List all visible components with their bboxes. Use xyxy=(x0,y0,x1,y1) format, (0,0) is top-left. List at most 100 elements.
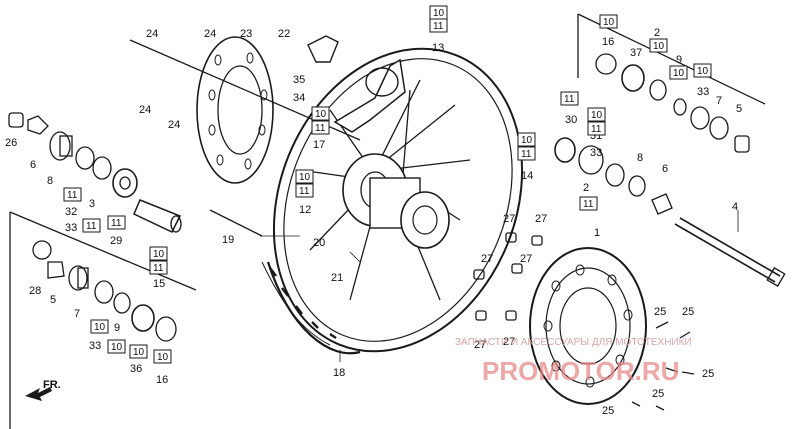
part-label: 6 xyxy=(662,163,668,175)
box-label-10: 10 xyxy=(591,110,603,121)
boxed-pair: 10 11 xyxy=(587,107,606,136)
part-label: 3 xyxy=(89,198,95,210)
box-label-10: 10 xyxy=(111,342,123,353)
brake-disc xyxy=(196,36,274,184)
box-label-11: 11 xyxy=(433,21,444,32)
part-label: 36 xyxy=(130,363,142,375)
part-label: 7 xyxy=(74,308,80,320)
brake-pad-bracket xyxy=(307,35,339,63)
part-label: 24 xyxy=(146,28,158,40)
right-side-parts xyxy=(554,53,750,215)
boxed-pair: 10 11 xyxy=(429,5,448,33)
part-label: 33 xyxy=(697,86,709,98)
lower-left-panel-top-edge xyxy=(9,211,197,291)
part-label: 27 xyxy=(503,213,515,225)
part-label: 13 xyxy=(432,42,444,54)
box-label-11: 11 xyxy=(521,149,532,160)
part-label: 24 xyxy=(204,28,216,40)
box-label-11: 11 xyxy=(67,190,78,201)
boxed-pair: 10 10 xyxy=(599,14,668,53)
part-label: 33 xyxy=(89,340,101,352)
part-label: 15 xyxy=(153,278,165,290)
box-label-11: 11 xyxy=(111,218,122,229)
part-label: 30 xyxy=(565,114,577,126)
watermark-brand: PROMOTOR.RU xyxy=(482,356,679,386)
tube-leader xyxy=(209,209,263,237)
boxed-single: 11 xyxy=(579,196,598,211)
box-label-11: 11 xyxy=(583,199,594,210)
box-label-10: 10 xyxy=(697,66,709,77)
part-label: 25 xyxy=(602,405,614,417)
caliper-bracket xyxy=(333,58,406,133)
part-label: 23 xyxy=(240,28,252,40)
boxed-single: 11 xyxy=(560,91,579,106)
part-label: 34 xyxy=(293,92,305,104)
boxed-left: 11 11 11 xyxy=(63,187,126,233)
box-label-11: 11 xyxy=(86,221,97,232)
box-label-10: 10 xyxy=(299,172,311,183)
nuts xyxy=(473,232,543,321)
axle xyxy=(674,217,786,287)
sprocket xyxy=(529,247,647,405)
part-label: 25 xyxy=(682,306,694,318)
part-label: 9 xyxy=(114,322,120,334)
part-label: 21 xyxy=(331,272,343,284)
box-label-11: 11 xyxy=(153,263,164,274)
part-label: 25 xyxy=(654,306,666,318)
part-label: 37 xyxy=(630,47,642,59)
part-label: 8 xyxy=(47,175,53,187)
box-label-11: 11 xyxy=(591,124,602,135)
left-side-parts xyxy=(8,112,182,233)
boxed-pair: 10 11 xyxy=(295,169,314,198)
hub xyxy=(342,153,450,249)
part-label: 18 xyxy=(333,367,345,379)
part-label: 5 xyxy=(736,103,742,115)
box-label-10: 10 xyxy=(521,135,533,146)
box-label-10: 10 xyxy=(653,41,665,52)
boxed-pair: 10 10 xyxy=(669,63,712,80)
box-label-11: 11 xyxy=(564,94,575,105)
box-label-10: 10 xyxy=(315,109,327,120)
box-label-11: 11 xyxy=(299,186,310,197)
forward-arrow-icon xyxy=(25,387,52,401)
part-label: 17 xyxy=(313,139,325,151)
part-label: 2 xyxy=(654,27,660,39)
part-label: 27 xyxy=(520,253,532,265)
box-label-10: 10 xyxy=(673,68,685,79)
bolts xyxy=(631,321,695,411)
watermark-subtitle: ЗАПЧАСТИ И АКСЕССУАРЫ ДЛЯ МОТОТЕХНИКИ xyxy=(455,337,692,348)
box-label-10: 10 xyxy=(133,347,145,358)
part-label: 33 xyxy=(590,147,602,159)
part-label: 27 xyxy=(481,253,493,265)
part-label: 16 xyxy=(602,36,614,48)
part-label: 4 xyxy=(732,201,738,213)
part-label: 6 xyxy=(30,159,36,171)
part-label: 14 xyxy=(521,170,533,182)
part-label: 35 xyxy=(293,74,305,86)
box-label-10: 10 xyxy=(153,249,165,260)
part-label: 9 xyxy=(676,54,682,66)
part-label: 12 xyxy=(299,204,311,216)
box-label-10: 10 xyxy=(603,17,615,28)
forward-label: FR. xyxy=(43,379,61,391)
lower-left-parts xyxy=(32,240,177,342)
part-label: 33 xyxy=(65,222,77,234)
boxed-labels: 10 11 10 11 10 11 10 11 10 11 10 10 10 1… xyxy=(63,5,712,364)
part-label: 27 xyxy=(503,336,515,348)
part-label: 24 xyxy=(139,104,151,116)
part-label: 20 xyxy=(313,237,325,249)
box-label-11: 11 xyxy=(315,123,326,134)
boxed-pair: 10 11 xyxy=(517,132,536,161)
rear-wheel xyxy=(261,47,524,355)
part-label: 19 xyxy=(222,234,234,246)
part-label: 27 xyxy=(535,213,547,225)
part-label: 7 xyxy=(716,95,722,107)
part-label: 22 xyxy=(278,28,290,40)
part-label: 16 xyxy=(156,374,168,386)
box-label-10: 10 xyxy=(94,322,106,333)
part-label: 28 xyxy=(29,285,41,297)
part-label: 29 xyxy=(110,235,122,247)
part-label: 26 xyxy=(5,137,17,149)
